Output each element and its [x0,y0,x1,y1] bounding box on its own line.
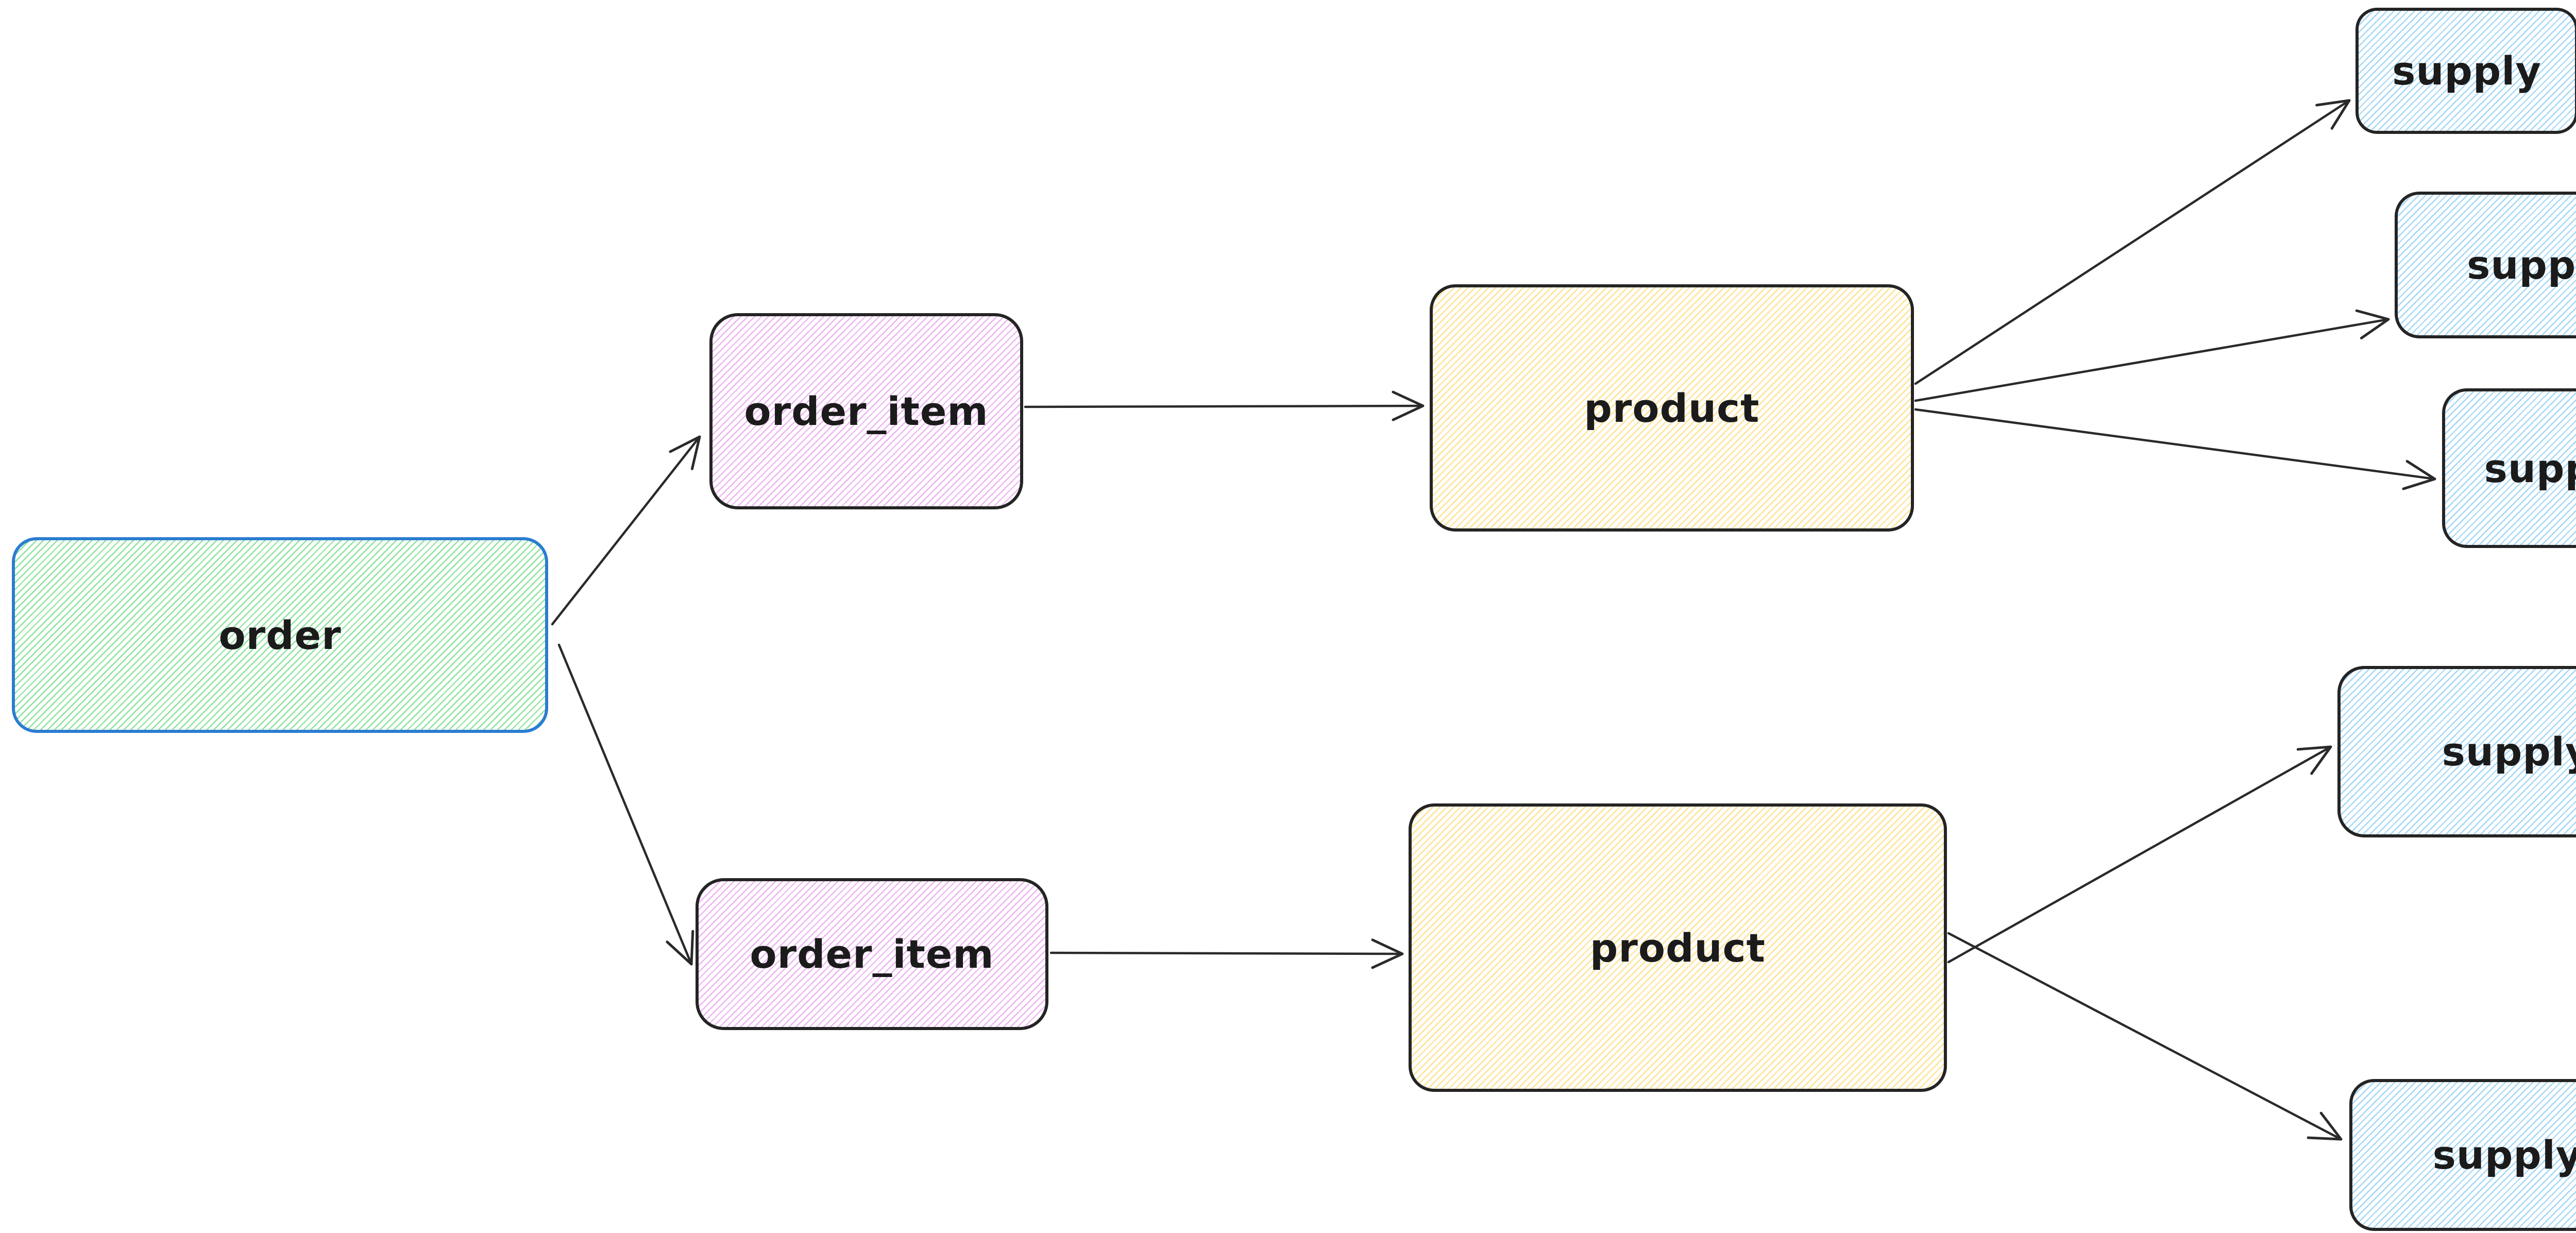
node-supply-3-label: supply [2484,445,2576,491]
node-supply-2-label: supply [2467,242,2576,288]
arrow-order-item-1-to-product-1 [1024,390,1425,421]
arrow-order-item-2-to-product-2 [1049,938,1404,969]
node-supply-4: supply [2337,666,2576,837]
node-supply-4-label: supply [2442,729,2576,775]
node-supply-1: supply [2355,8,2576,134]
node-order-item-2-label: order_item [750,931,994,977]
node-product-1: product [1430,284,1914,532]
node-supply-5: supply [2349,1079,2576,1231]
arrow-order-to-order-item-1 [551,435,701,626]
node-supply-1-label: supply [2392,48,2541,94]
node-order: order [12,537,548,733]
arrow-order-to-order-item-2 [557,643,694,966]
arrow-product-1-to-supply-2 [1914,309,2390,402]
arrow-product-1-to-supply-3 [1914,408,2436,490]
node-order-item-2: order_item [696,878,1048,1030]
node-product-2: product [1409,803,1947,1092]
arrow-product-2-to-supply-5 [1947,932,2343,1141]
arrow-product-2-to-supply-4 [1947,745,2332,964]
node-supply-5-label: supply [2432,1132,2576,1178]
node-order-item-1: order_item [709,313,1023,509]
arrow-product-1-to-supply-1 [1914,99,2351,385]
node-supply-2: supply [2395,192,2576,338]
node-order-label: order [218,612,342,658]
node-product-2-label: product [1590,924,1766,971]
node-supply-3: supply [2442,388,2576,548]
node-product-1-label: product [1584,385,1760,431]
node-order-item-1-label: order_item [744,388,989,434]
